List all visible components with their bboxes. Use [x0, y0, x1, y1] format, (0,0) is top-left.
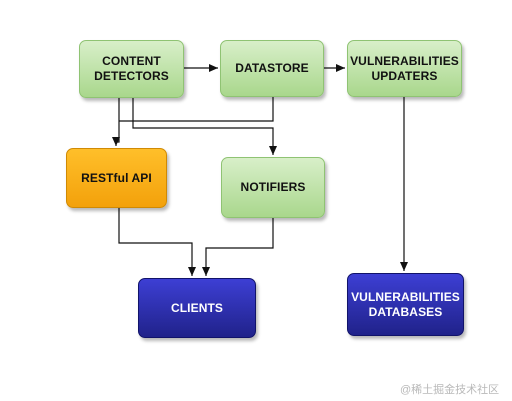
edge-content-detectors-to-notifiers: [132, 98, 277, 155]
edge-restful-api-to-clients: [118, 208, 196, 276]
watermark: @稀土掘金技术社区: [400, 384, 500, 396]
datastore-node: DATASTORE: [220, 40, 324, 97]
content-detectors-node: CONTENT DETECTORS: [79, 40, 184, 98]
clients-node: CLIENTS: [138, 278, 256, 338]
edge-content-detectors-to-restful-api: [112, 98, 120, 146]
edge-notifiers-to-clients: [202, 218, 274, 276]
edge-datastore-to-restful-api: [119, 97, 274, 122]
restful-api-node: RESTful API: [66, 148, 167, 208]
vulnerabilities-updaters-node: VULNERABILITIES UPDATERS: [347, 40, 462, 97]
vulnerabilities-databases-node: VULNERABILITIES DATABASES: [347, 273, 464, 336]
notifiers-node: NOTIFIERS: [221, 157, 325, 218]
